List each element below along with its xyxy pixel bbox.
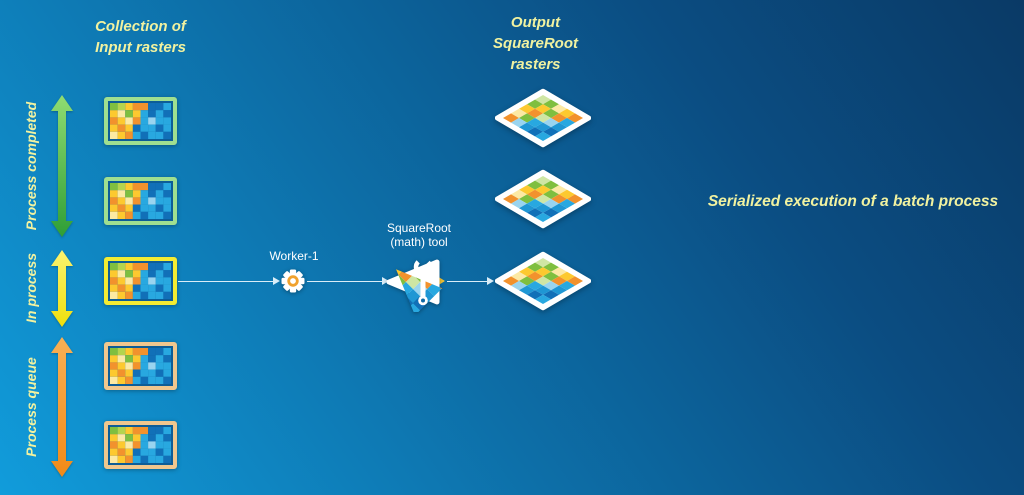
arrowhead-icon	[487, 277, 494, 285]
input-rasters-heading: Collection of Input rasters	[58, 16, 223, 58]
arrowhead-icon	[382, 277, 389, 285]
heading-line: Input rasters	[95, 39, 186, 56]
raster-mosaic	[110, 348, 171, 384]
output-rasters-heading: Output SquareRoot rasters	[453, 12, 618, 75]
flow-line-raster-to-worker	[178, 281, 274, 282]
in-process-double-arrow-icon	[51, 250, 73, 327]
flow-line-worker-to-tool	[307, 281, 383, 282]
input-raster-5-queued	[104, 421, 177, 469]
input-raster-4-queued	[104, 342, 177, 390]
worker-label: Worker-1	[269, 249, 319, 263]
flow-line-tool-to-output	[447, 281, 487, 282]
output-raster-2	[495, 169, 591, 229]
arrowhead-icon	[273, 277, 280, 285]
heading-line: rasters	[510, 56, 561, 73]
process-completed-double-arrow-icon	[51, 95, 73, 237]
wrench-icon	[413, 257, 433, 306]
input-raster-2-completed	[104, 177, 177, 225]
input-raster-1-completed	[104, 97, 177, 145]
heading-line: SquareRoot	[492, 35, 578, 52]
raster-mosaic	[110, 427, 171, 463]
tool-label-line: SquareRoot	[386, 221, 452, 235]
input-raster-3-in-process	[104, 257, 177, 305]
squareroot-tool-icon	[385, 255, 443, 312]
caption-text: Serialized execution of a batch process	[707, 193, 999, 210]
tool-output-arrowhead-icon	[437, 276, 445, 286]
raster-mosaic	[110, 103, 171, 139]
process-queue-double-arrow-icon	[51, 337, 73, 477]
tool-label-line: (math) tool	[390, 235, 448, 249]
output-raster-3	[495, 251, 591, 311]
raster-mosaic	[110, 183, 171, 219]
heading-line: Collection of	[95, 18, 186, 35]
heading-line: Output	[510, 14, 561, 31]
raster-mosaic	[110, 263, 171, 299]
lane-label-process-queue: Process queue	[23, 357, 39, 457]
output-raster-1	[495, 88, 591, 148]
tool-label: SquareRoot (math) tool	[374, 221, 464, 249]
gear-icon	[281, 269, 305, 293]
